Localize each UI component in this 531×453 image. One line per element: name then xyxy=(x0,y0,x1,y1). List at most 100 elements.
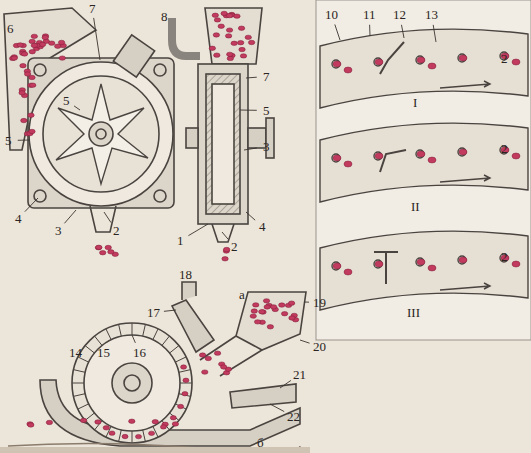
callout-number: I xyxy=(412,96,418,109)
seed xyxy=(213,33,219,37)
drum-cell xyxy=(72,383,84,384)
leader-line xyxy=(304,302,309,303)
seed xyxy=(227,52,233,56)
seed xyxy=(178,404,184,408)
seed xyxy=(103,426,109,430)
drum-cell xyxy=(179,370,191,373)
drum-cell xyxy=(119,325,122,337)
cell-hole xyxy=(458,54,466,62)
drum-cells xyxy=(72,323,192,443)
callout-number: 12 xyxy=(392,8,407,21)
seed xyxy=(270,305,276,309)
callout-number: 2 xyxy=(500,250,509,263)
leader-line xyxy=(104,212,111,223)
callout-number: 4 xyxy=(258,220,267,233)
leader-line xyxy=(74,106,80,110)
leader-line xyxy=(188,224,208,236)
callout-number: 1 xyxy=(176,234,185,247)
leader-line xyxy=(369,25,370,36)
seed xyxy=(279,303,285,307)
cell-hole xyxy=(332,60,340,68)
callout-number: 5 xyxy=(262,104,271,117)
callout-number: 2 xyxy=(112,224,121,237)
callout-number: 20 xyxy=(312,340,327,353)
seed xyxy=(281,311,287,315)
callout-number: 5 xyxy=(62,94,71,107)
leader-line xyxy=(246,212,255,220)
seed xyxy=(512,59,520,65)
drum-cell xyxy=(95,421,102,430)
seed xyxy=(29,129,35,133)
seed xyxy=(19,91,25,95)
seed xyxy=(428,157,436,163)
seed xyxy=(222,257,228,261)
seeds xyxy=(10,11,520,439)
seed xyxy=(182,392,188,396)
leader-line xyxy=(132,335,135,343)
drum-cell xyxy=(132,323,133,335)
seed xyxy=(344,67,352,73)
seed xyxy=(28,113,34,117)
cell-hole xyxy=(332,262,340,270)
leader-line xyxy=(164,310,176,311)
seed xyxy=(231,41,237,45)
seed xyxy=(417,151,425,157)
leader-line xyxy=(433,25,436,42)
leader-line xyxy=(64,210,76,223)
drum-cell xyxy=(175,357,186,362)
seed xyxy=(21,118,27,122)
seed xyxy=(512,261,520,267)
seed xyxy=(214,18,220,22)
seed xyxy=(240,54,246,58)
callout-number: 17 xyxy=(146,306,161,319)
seed xyxy=(170,416,176,420)
callout-number: 7 xyxy=(262,70,271,83)
drum-cell xyxy=(175,404,186,409)
drum-cell xyxy=(74,370,86,373)
leader-line xyxy=(25,198,38,212)
seed xyxy=(238,26,244,30)
seed xyxy=(375,153,383,159)
seed xyxy=(428,265,436,271)
drum-cell xyxy=(143,430,146,442)
leader-line xyxy=(222,232,228,239)
callout-number: 10 xyxy=(324,8,339,21)
seed xyxy=(11,56,17,60)
leader-line xyxy=(335,24,340,40)
drum-cell xyxy=(95,336,102,345)
detail-panel xyxy=(316,0,531,340)
seed xyxy=(251,309,257,313)
seed xyxy=(49,41,55,45)
seed xyxy=(80,418,86,422)
seed xyxy=(225,34,231,38)
ejector-lever xyxy=(374,252,398,284)
callout-number: II xyxy=(410,200,421,213)
callout-number: 4 xyxy=(14,212,23,225)
callout-number: 3 xyxy=(54,224,63,237)
cell-hole xyxy=(458,148,466,156)
cell-hole xyxy=(416,56,424,64)
seed xyxy=(122,434,128,438)
callout-number: 2 xyxy=(500,52,509,65)
seed xyxy=(31,43,37,47)
seed xyxy=(202,370,208,374)
seed xyxy=(172,422,178,426)
seed xyxy=(108,250,114,254)
seed xyxy=(288,301,294,305)
seed xyxy=(259,310,265,314)
leader-line xyxy=(401,25,404,38)
drum-cell xyxy=(106,329,111,340)
callout-number: 6 xyxy=(6,22,15,35)
seed xyxy=(95,420,101,424)
seed xyxy=(160,425,166,429)
seed xyxy=(459,257,467,263)
disc-band xyxy=(320,231,528,310)
seed xyxy=(29,39,35,43)
leader-line xyxy=(270,404,284,412)
seed xyxy=(375,261,383,267)
seed xyxy=(46,420,52,424)
drum-cell xyxy=(170,413,179,420)
callout-number: 15 xyxy=(96,346,111,359)
seed xyxy=(333,263,341,269)
seed xyxy=(42,35,48,39)
